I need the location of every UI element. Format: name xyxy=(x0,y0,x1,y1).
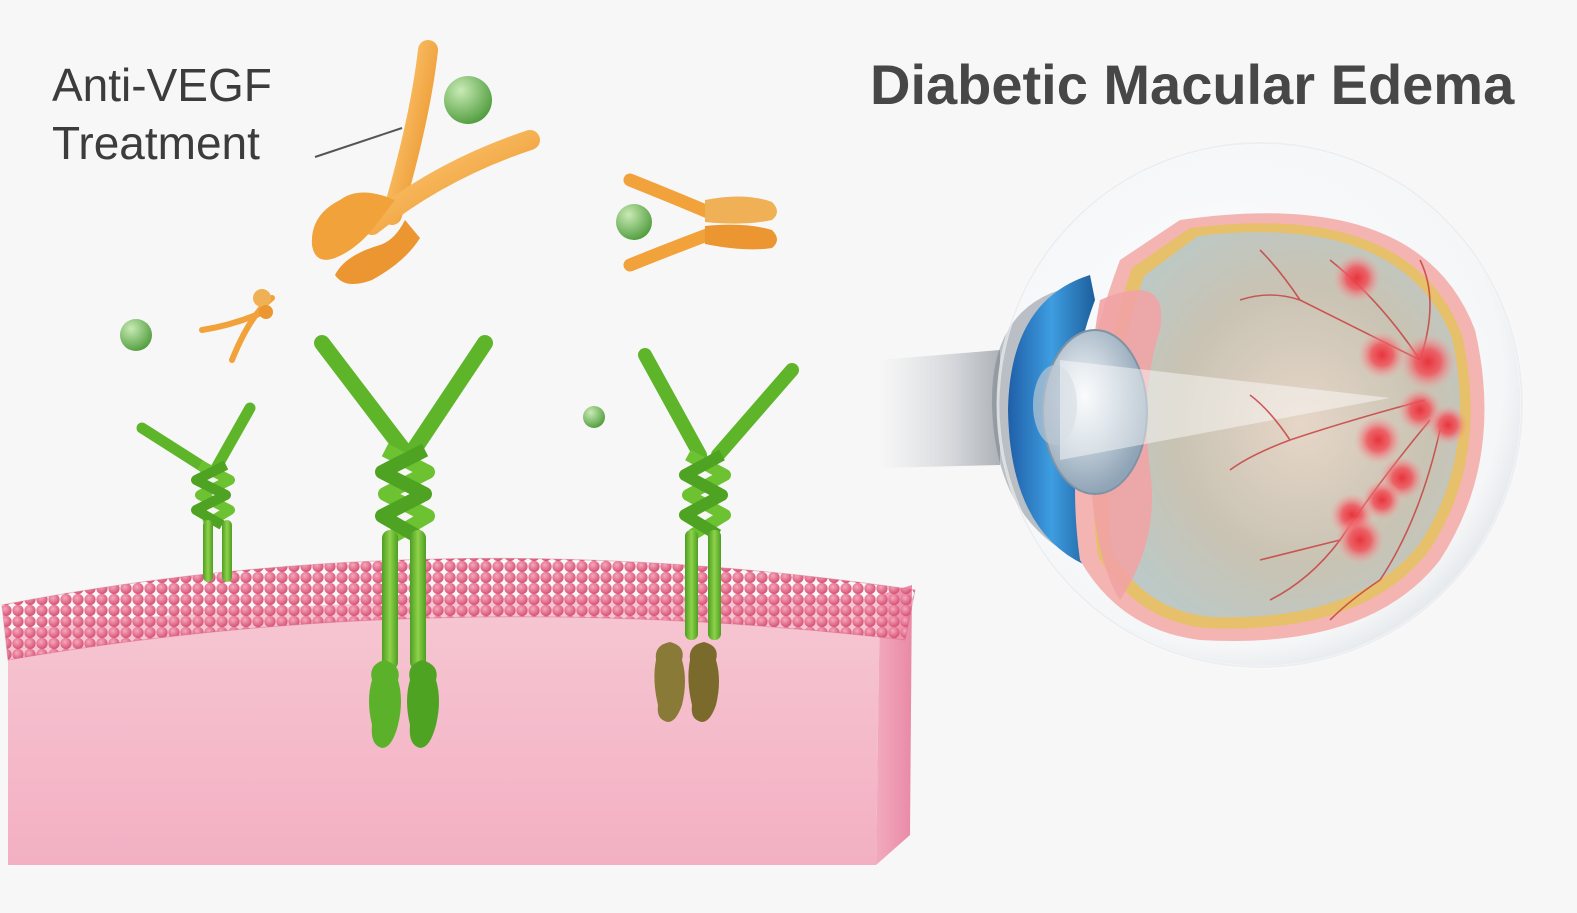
diagram-title: Diabetic Macular Edema xyxy=(870,53,1515,116)
receptor-large xyxy=(314,335,493,748)
treatment-label-line2: Treatment xyxy=(52,117,260,169)
vegf-particles xyxy=(120,76,652,428)
vegf-particle-icon xyxy=(583,406,605,428)
vegf-particle-icon xyxy=(616,204,652,240)
treatment-label: Anti-VEGF Treatment xyxy=(52,56,272,172)
antibody-large xyxy=(311,40,540,284)
receptor-blocked xyxy=(638,348,799,722)
label-pointer-line xyxy=(314,127,403,158)
vegf-particle-icon xyxy=(444,76,492,124)
vegf-particle-icon xyxy=(120,319,152,351)
treatment-label-line1: Anti-VEGF xyxy=(52,59,272,111)
receptor-small xyxy=(136,402,256,582)
antibody-right xyxy=(623,173,777,272)
eye-icon xyxy=(878,141,1524,669)
cell-membrane xyxy=(1,557,916,865)
hemorrhage-spots xyxy=(1330,254,1468,564)
antibody-small xyxy=(199,289,275,363)
